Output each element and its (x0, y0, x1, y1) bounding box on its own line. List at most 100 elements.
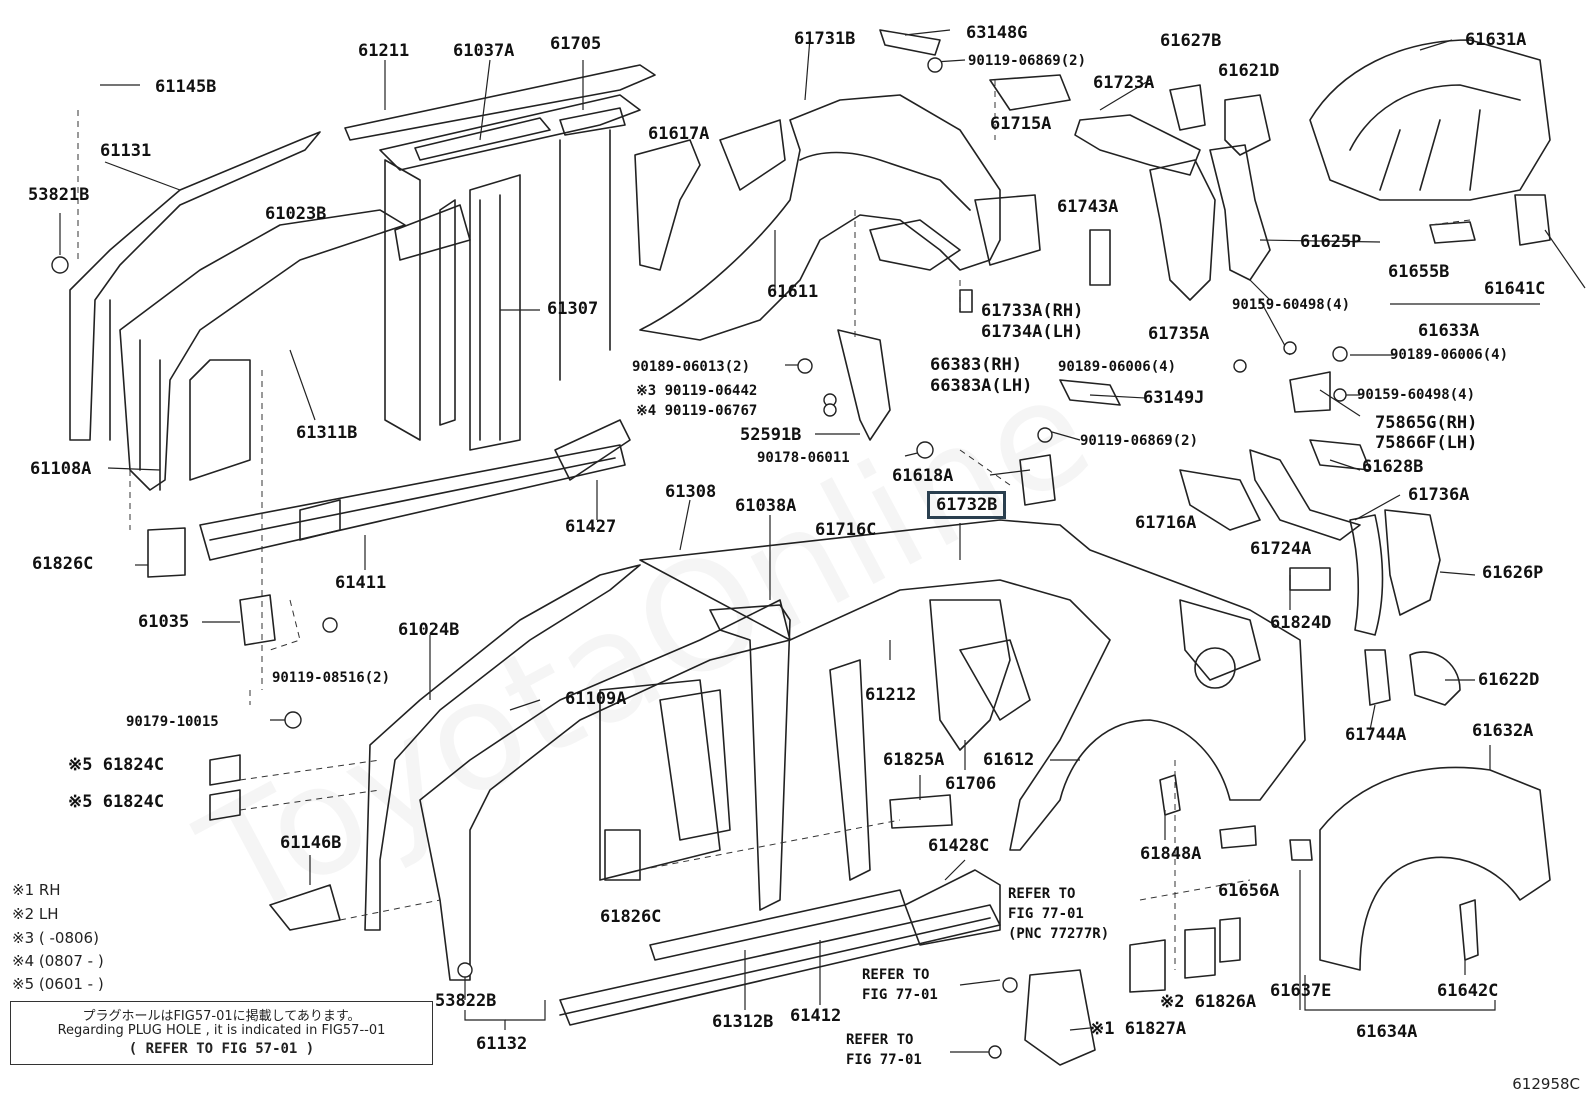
part-label-61618a[interactable]: 61618A (892, 466, 954, 486)
part-label-61723a[interactable]: 61723A (1093, 73, 1155, 93)
part-label-61826a[interactable]: ※2 61826A (1160, 992, 1257, 1012)
part-label-61307[interactable]: 61307 (547, 299, 599, 319)
part-label-61634a[interactable]: 61634A (1356, 1022, 1418, 1042)
part-label-61108a[interactable]: 61108A (30, 459, 92, 479)
part-label-90119-06869-top[interactable]: 90119-06869(2) (968, 53, 1087, 69)
part-label-63149j[interactable]: 63149J (1143, 388, 1205, 408)
part-label-61612[interactable]: 61612 (983, 750, 1035, 770)
part-label-53821b[interactable]: 53821B (28, 185, 90, 205)
part-label-66383a-lh[interactable]: 66383A(LH) (930, 376, 1033, 396)
part-label-90119-06767[interactable]: ※4 90119-06767 (636, 403, 758, 419)
part-label-61024b[interactable]: 61024B (398, 620, 460, 640)
part-label-61637e[interactable]: 61637E (1270, 981, 1332, 1001)
part-label-61743a[interactable]: 61743A (1057, 197, 1119, 217)
refer-to-label-3[interactable]: REFER TO (846, 1032, 914, 1048)
part-label-61715a[interactable]: 61715A (990, 114, 1052, 134)
part-label-61744a[interactable]: 61744A (1345, 725, 1407, 745)
part-label-61656a[interactable]: 61656A (1218, 881, 1280, 901)
part-label-61132[interactable]: 61132 (476, 1034, 528, 1054)
refer-fig-label-2[interactable]: FIG 77-01 (862, 987, 938, 1003)
part-label-61735a[interactable]: 61735A (1148, 324, 1210, 344)
part-label-61733a-rh[interactable]: 61733A(RH) (981, 301, 1084, 321)
part-label-90119-06869-mid[interactable]: 90119-06869(2) (1080, 433, 1199, 449)
refer-fig-label-3[interactable]: FIG 77-01 (846, 1052, 922, 1068)
part-label-61633a[interactable]: 61633A (1418, 321, 1480, 341)
part-label-61827a[interactable]: ※1 61827A (1090, 1019, 1187, 1039)
part-label-75865g-rh[interactable]: 75865G(RH) (1375, 413, 1478, 433)
part-label-61625p[interactable]: 61625P (1300, 232, 1362, 252)
part-label-90179-10015[interactable]: 90179-10015 (126, 714, 219, 730)
part-label-61848a[interactable]: 61848A (1140, 844, 1202, 864)
part-label-61734a-lh[interactable]: 61734A(LH) (981, 322, 1084, 342)
part-label-53822b[interactable]: 53822B (435, 991, 497, 1011)
plug-note-japanese: プラグホールはFIG57-01に掲載してあります。 (82, 1009, 361, 1024)
part-label-66383-rh[interactable]: 66383(RH) (930, 355, 1023, 375)
lower-side-body-drawing (147, 329, 1551, 1066)
part-label-61412[interactable]: 61412 (790, 1006, 842, 1026)
part-label-61641c[interactable]: 61641C (1484, 279, 1546, 299)
part-label-61824c-first[interactable]: ※5 61824C (68, 755, 165, 775)
part-label-61716a[interactable]: 61716A (1135, 513, 1197, 533)
part-label-61145b[interactable]: 61145B (155, 77, 217, 97)
part-label-61731b[interactable]: 61731B (794, 29, 856, 49)
footnote-2: ※2 LH (12, 905, 59, 923)
dashed-guide-lines (77, 80, 1471, 970)
fastener-glyphs (51, 57, 1348, 1059)
part-label-61308[interactable]: 61308 (665, 482, 717, 502)
refer-fig-label-1[interactable]: FIG 77-01 (1008, 906, 1084, 922)
part-label-61312b[interactable]: 61312B (712, 1012, 774, 1032)
part-label-61211[interactable]: 61211 (358, 41, 410, 61)
part-label-61825a[interactable]: 61825A (883, 750, 945, 770)
part-label-61632a[interactable]: 61632A (1472, 721, 1534, 741)
refer-to-label-1[interactable]: REFER TO (1008, 886, 1076, 902)
part-label-61023b[interactable]: 61023B (265, 204, 327, 224)
part-label-61826c-center[interactable]: 61826C (600, 907, 662, 927)
part-label-90189-06013[interactable]: 90189-06013(2) (632, 359, 751, 375)
part-label-61736a[interactable]: 61736A (1408, 485, 1470, 505)
part-label-61655b[interactable]: 61655B (1388, 262, 1450, 282)
part-label-61631a[interactable]: 61631A (1465, 30, 1527, 50)
plug-note-refer[interactable]: ( REFER TO FIG 57-01 ) (128, 1041, 315, 1057)
part-label-61617a[interactable]: 61617A (648, 124, 710, 144)
upper-side-body-drawing (69, 64, 786, 561)
part-label-90189-06006-left[interactable]: 90189-06006(4) (1058, 359, 1177, 375)
part-label-61037a[interactable]: 61037A (453, 41, 515, 61)
part-label-61146b[interactable]: 61146B (280, 833, 342, 853)
part-label-61732b-highlighted[interactable]: 61732B (927, 491, 1007, 519)
part-label-61622d[interactable]: 61622D (1478, 670, 1540, 690)
part-label-61706[interactable]: 61706 (945, 774, 997, 794)
part-label-61626p[interactable]: 61626P (1482, 563, 1544, 583)
part-label-90119-08516[interactable]: 90119-08516(2) (272, 670, 391, 686)
part-label-61311b[interactable]: 61311B (296, 423, 358, 443)
refer-pnc-label[interactable]: (PNC 77277R) (1008, 926, 1110, 942)
part-label-75866f-lh[interactable]: 75866F(LH) (1375, 433, 1478, 453)
part-label-63148g[interactable]: 63148G (966, 23, 1028, 43)
part-label-61621d[interactable]: 61621D (1218, 61, 1280, 81)
part-label-61038a[interactable]: 61038A (735, 496, 797, 516)
part-label-61824d[interactable]: 61824D (1270, 613, 1332, 633)
part-label-61611[interactable]: 61611 (767, 282, 819, 302)
part-label-61716c[interactable]: 61716C (815, 520, 877, 540)
part-label-90189-06006-right[interactable]: 90189-06006(4) (1390, 347, 1509, 363)
leader-lines (59, 29, 1586, 1053)
part-label-61628b[interactable]: 61628B (1362, 457, 1424, 477)
part-label-61627b[interactable]: 61627B (1160, 31, 1222, 51)
part-label-90159-60498-right[interactable]: 90159-60498(4) (1357, 387, 1476, 403)
part-label-61427[interactable]: 61427 (565, 517, 617, 537)
part-label-52591b[interactable]: 52591B (740, 425, 802, 445)
refer-to-label-2[interactable]: REFER TO (862, 967, 930, 983)
part-label-61724a[interactable]: 61724A (1250, 539, 1312, 559)
part-label-61212[interactable]: 61212 (865, 685, 917, 705)
part-label-90159-60498-top[interactable]: 90159-60498(4) (1232, 297, 1351, 313)
part-label-61109a[interactable]: 61109A (565, 689, 627, 709)
part-label-61428c[interactable]: 61428C (928, 836, 990, 856)
part-label-61131[interactable]: 61131 (100, 141, 152, 161)
part-label-90119-06442[interactable]: ※3 90119-06442 (636, 383, 758, 399)
part-label-61824c-second[interactable]: ※5 61824C (68, 792, 165, 812)
part-label-61035[interactable]: 61035 (138, 612, 190, 632)
part-label-61705[interactable]: 61705 (550, 34, 602, 54)
part-label-61411[interactable]: 61411 (335, 573, 387, 593)
part-label-90178-06011[interactable]: 90178-06011 (757, 450, 850, 466)
part-label-61642c[interactable]: 61642C (1437, 981, 1499, 1001)
part-label-61826c-left[interactable]: 61826C (32, 554, 94, 574)
